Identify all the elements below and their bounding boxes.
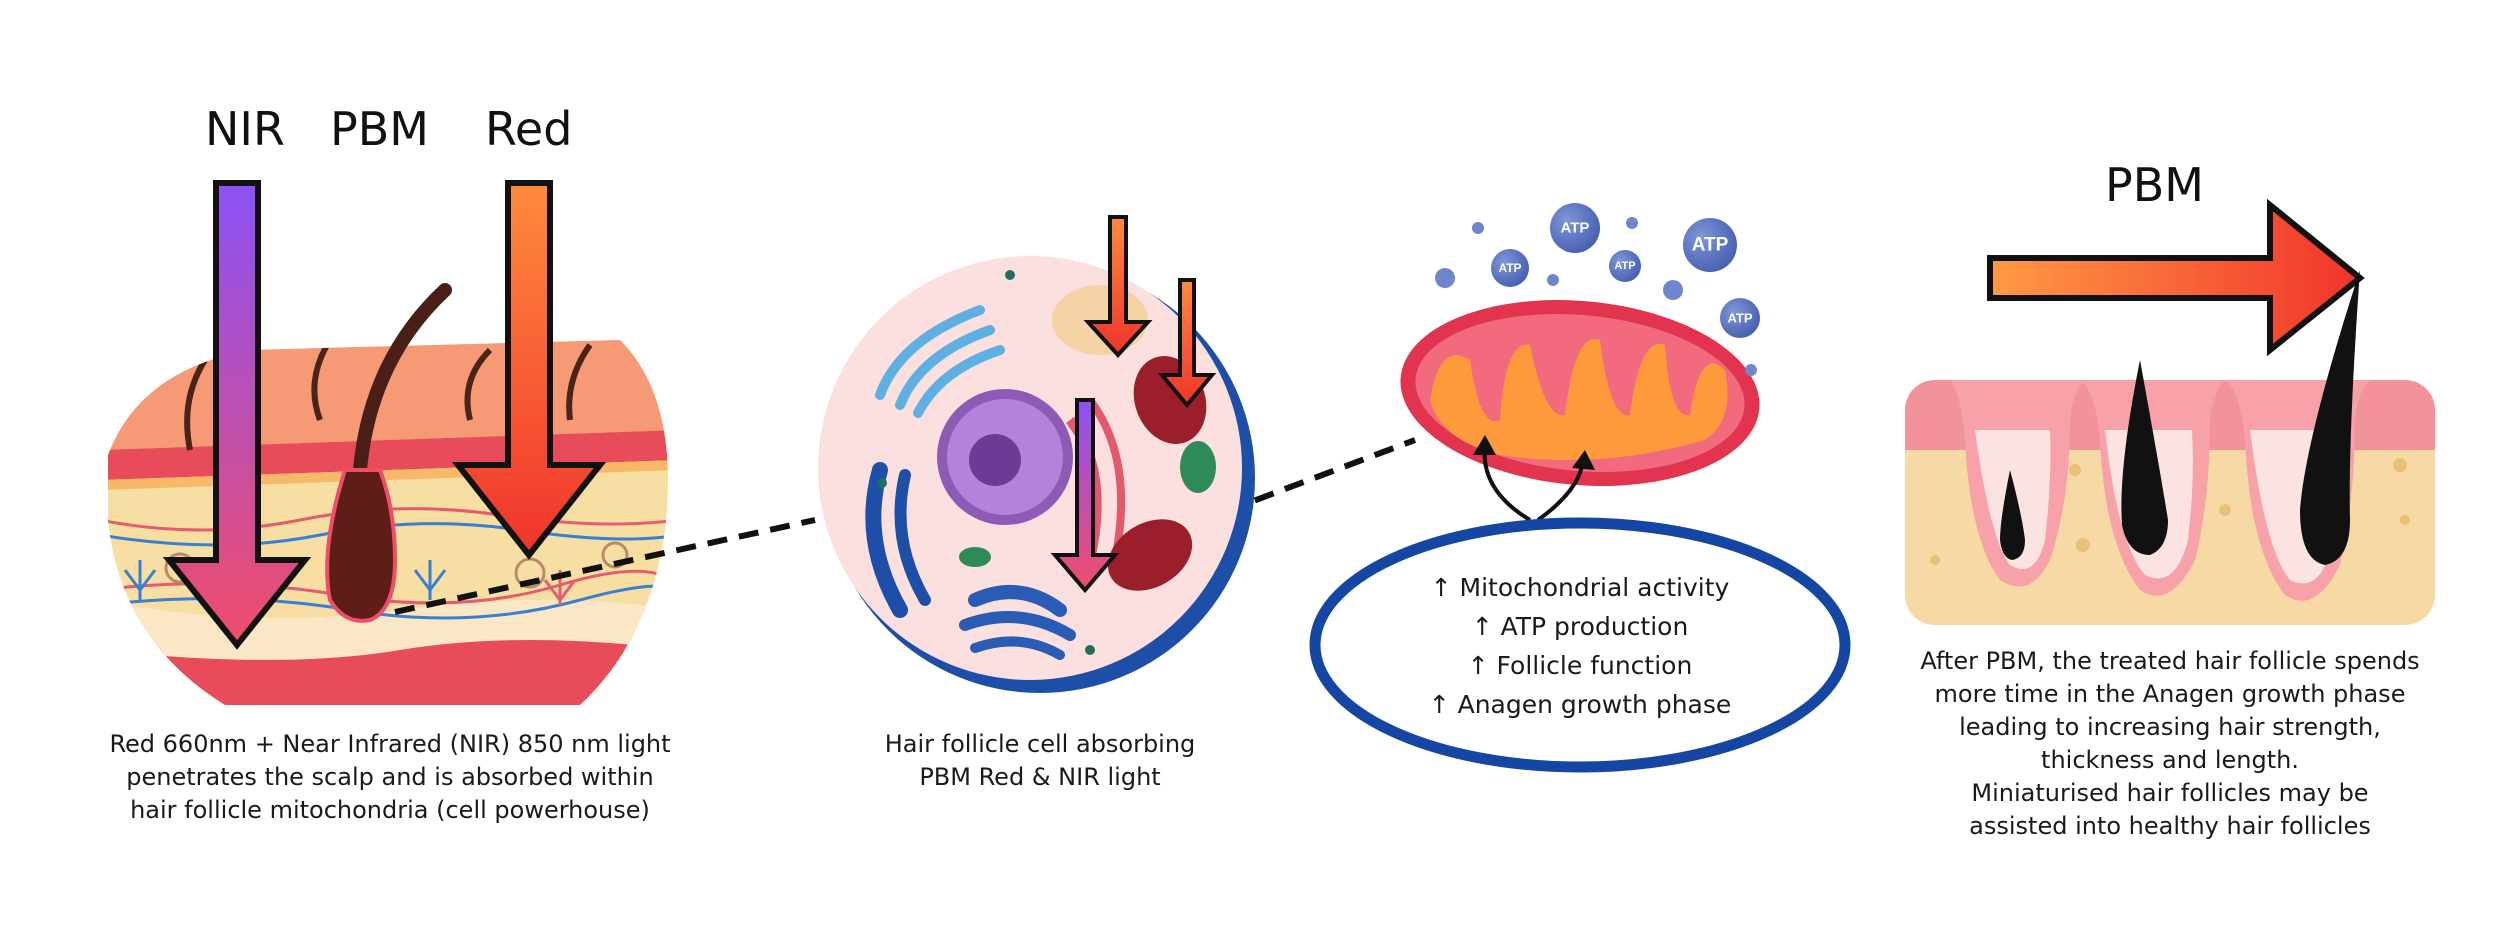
nir-label: NIR <box>205 102 285 156</box>
pbm-after-label: PBM <box>2105 158 2204 212</box>
after-caption: After PBM, the treated hair follicle spe… <box>1890 645 2450 843</box>
atp-label: ATP <box>1614 260 1635 272</box>
main-hair-shaft <box>353 283 452 477</box>
atp-label: ATP <box>1692 235 1729 256</box>
caption-line: penetrates the scalp and is absorbed wit… <box>126 763 654 791</box>
red-label: Red <box>485 102 573 156</box>
atp-label: ATP <box>1561 220 1590 237</box>
miniaturised-hair <box>2000 470 2025 560</box>
benefit-anagen-growth-phase: ↑ Anagen growth phase <box>1429 690 1732 719</box>
caption-line: PBM Red & NIR light <box>919 763 1161 791</box>
atp-label: ATP <box>1498 261 1521 275</box>
benefit-mitochondrial-activity: ↑ Mitochondrial activity <box>1431 573 1730 602</box>
connector-scalp-to-cell <box>394 517 816 615</box>
main-hair-follicle <box>325 468 398 623</box>
medium-hair <box>2121 360 2168 555</box>
caption-line: assisted into healthy hair follicles <box>1969 812 2371 840</box>
caption-line: After PBM, the treated hair follicle spe… <box>1920 647 2420 675</box>
atp-label: ATP <box>1727 311 1752 326</box>
caption-line: Red 660nm + Near Infrared (NIR) 850 nm l… <box>109 730 671 758</box>
atp-molecules: ATP ATP ATP ATP ATP <box>1435 203 1760 376</box>
benefit-atp-production: ↑ ATP production <box>1472 612 1689 641</box>
cell-caption: Hair follicle cell absorbing PBM Red & N… <box>840 728 1240 794</box>
benefit-follicle-function: ↑ Follicle function <box>1468 651 1693 680</box>
benefits-oval: ↑ Mitochondrial activity ↑ ATP productio… <box>1309 517 1851 773</box>
mitochondrion <box>1400 300 1760 486</box>
hair-follicle-cell <box>818 215 1255 693</box>
caption-line: more time in the Anagen growth phase <box>1934 680 2406 708</box>
healthy-follicles-section <box>1905 380 2435 625</box>
caption-line: Miniaturised hair follicles may be <box>1971 779 2369 807</box>
caption-line: thickness and length. <box>2041 746 2299 774</box>
nir-arrow <box>162 180 312 650</box>
pbm-label: PBM <box>330 102 429 156</box>
long-healthy-hair <box>2300 270 2360 565</box>
caption-line: leading to increasing hair strength, <box>1959 713 2381 741</box>
caption-line: hair follicle mitochondria (cell powerho… <box>130 796 650 824</box>
scalp-caption: Red 660nm + Near Infrared (NIR) 850 nm l… <box>80 728 700 827</box>
red-arrow <box>451 180 607 560</box>
caption-line: Hair follicle cell absorbing <box>884 730 1196 758</box>
after-pbm-arrow <box>1987 198 2365 357</box>
